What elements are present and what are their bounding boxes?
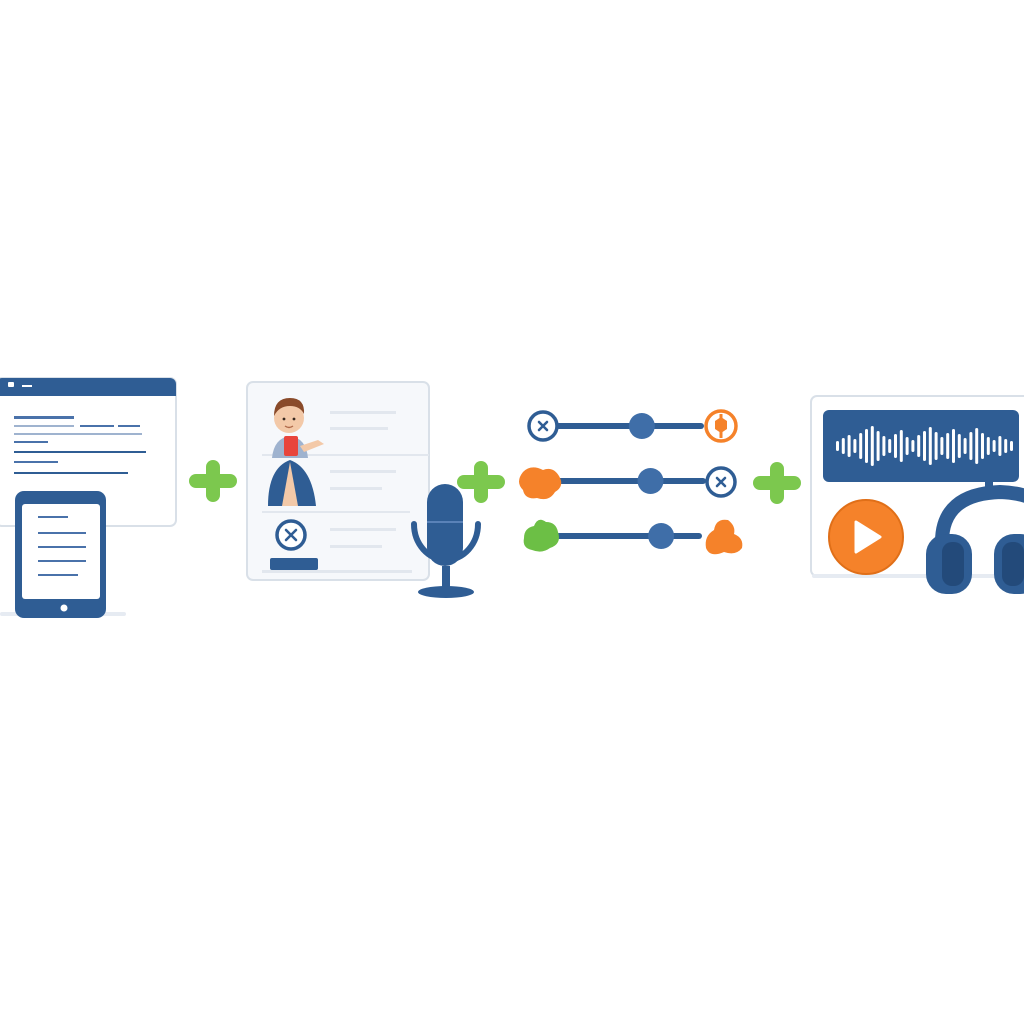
waveform-bar [865, 429, 868, 463]
waveform-bar [905, 437, 909, 455]
slider-knob [637, 468, 664, 494]
waveform-bar [882, 436, 886, 456]
waveform-bar [859, 433, 863, 459]
waveform-bar [992, 440, 996, 452]
waveform-bar [847, 435, 851, 457]
waveform-bar [969, 432, 973, 460]
waveform-bar [975, 428, 979, 464]
waveform-bar [911, 440, 915, 452]
presenter-stage [246, 381, 481, 598]
waveform-bar [940, 437, 944, 455]
waveform-bar [853, 439, 857, 453]
waveform-bar [876, 431, 880, 461]
waveform-bar [1004, 439, 1008, 453]
waveform-bar [923, 431, 926, 461]
tablet-icon [0, 491, 126, 618]
waveform-bar [841, 438, 845, 454]
waveform-bar [952, 429, 955, 463]
waveform-bar [986, 437, 990, 455]
plus-icon [457, 461, 505, 503]
slider-knob [648, 523, 675, 549]
slider-stage [519, 409, 743, 555]
document-stage [0, 377, 177, 618]
waveform-bar [957, 434, 961, 458]
waveform-bar [1010, 441, 1013, 451]
slider-track-icon [523, 519, 743, 555]
orange-splash-icon [705, 519, 743, 555]
waveform-bar [888, 439, 892, 453]
microphone-icon [411, 484, 481, 598]
audio-stage [810, 395, 1024, 594]
hexagon-badge-icon [704, 409, 738, 443]
waveform-bar [917, 435, 921, 457]
waveform-bar [946, 433, 950, 459]
waveform-bar [963, 438, 967, 454]
plus-icon [189, 460, 237, 502]
slider-track-icon [527, 409, 738, 443]
slider-track-icon [519, 466, 737, 500]
play-icon[interactable] [828, 499, 904, 575]
waveform-bar [934, 432, 938, 460]
waveform-bar [894, 434, 897, 458]
orange-splash-icon [519, 467, 562, 500]
waveform-bar [998, 436, 1002, 456]
waveform-bar [870, 426, 874, 466]
waveform-bar [899, 430, 903, 462]
waveform-bar [836, 441, 839, 451]
slider-knob [628, 413, 655, 439]
plus-icon [753, 462, 801, 504]
close-x-icon [270, 519, 318, 570]
waveform-bar [928, 427, 932, 465]
presenter-avatar-icon [268, 398, 324, 506]
waveform-bar [981, 433, 984, 459]
headphones-icon [926, 480, 1024, 594]
browser-window-icon [0, 377, 177, 527]
audio-waveform-icon [823, 410, 1019, 482]
green-splash-icon [523, 519, 559, 552]
